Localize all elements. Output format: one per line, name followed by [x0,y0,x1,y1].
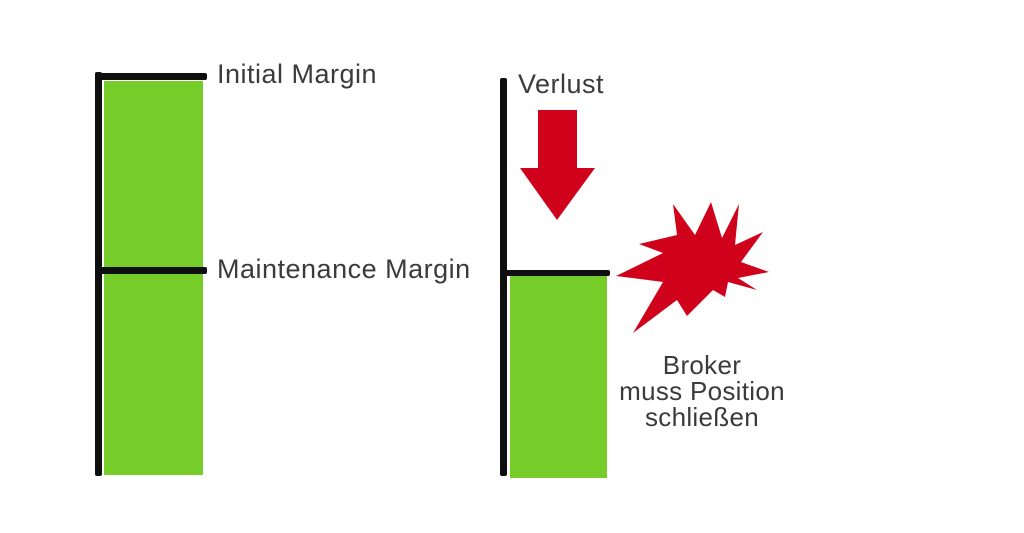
explosion-burst-icon [616,202,769,333]
margin-call-note: Broker muss Position schließen [577,352,827,430]
left-bar-axis-line [95,72,102,476]
right-bar-axis-line [500,78,507,476]
loss-label: Verlust [518,69,605,99]
maintenance-margin-line [95,267,207,274]
right-maintenance-line [503,270,610,276]
margin-call-note-line-3: schließen [645,402,759,432]
down-arrow-icon [520,110,595,220]
initial-margin-label: Initial Margin [217,59,378,89]
initial-margin-line [95,73,207,80]
margin-call-note-line-2: muss Position [619,376,785,406]
left-margin-bar [104,81,203,475]
maintenance-margin-label: Maintenance Margin [217,254,471,284]
margin-call-note-line-1: Broker [662,350,742,380]
right-margin-bar [510,276,607,478]
